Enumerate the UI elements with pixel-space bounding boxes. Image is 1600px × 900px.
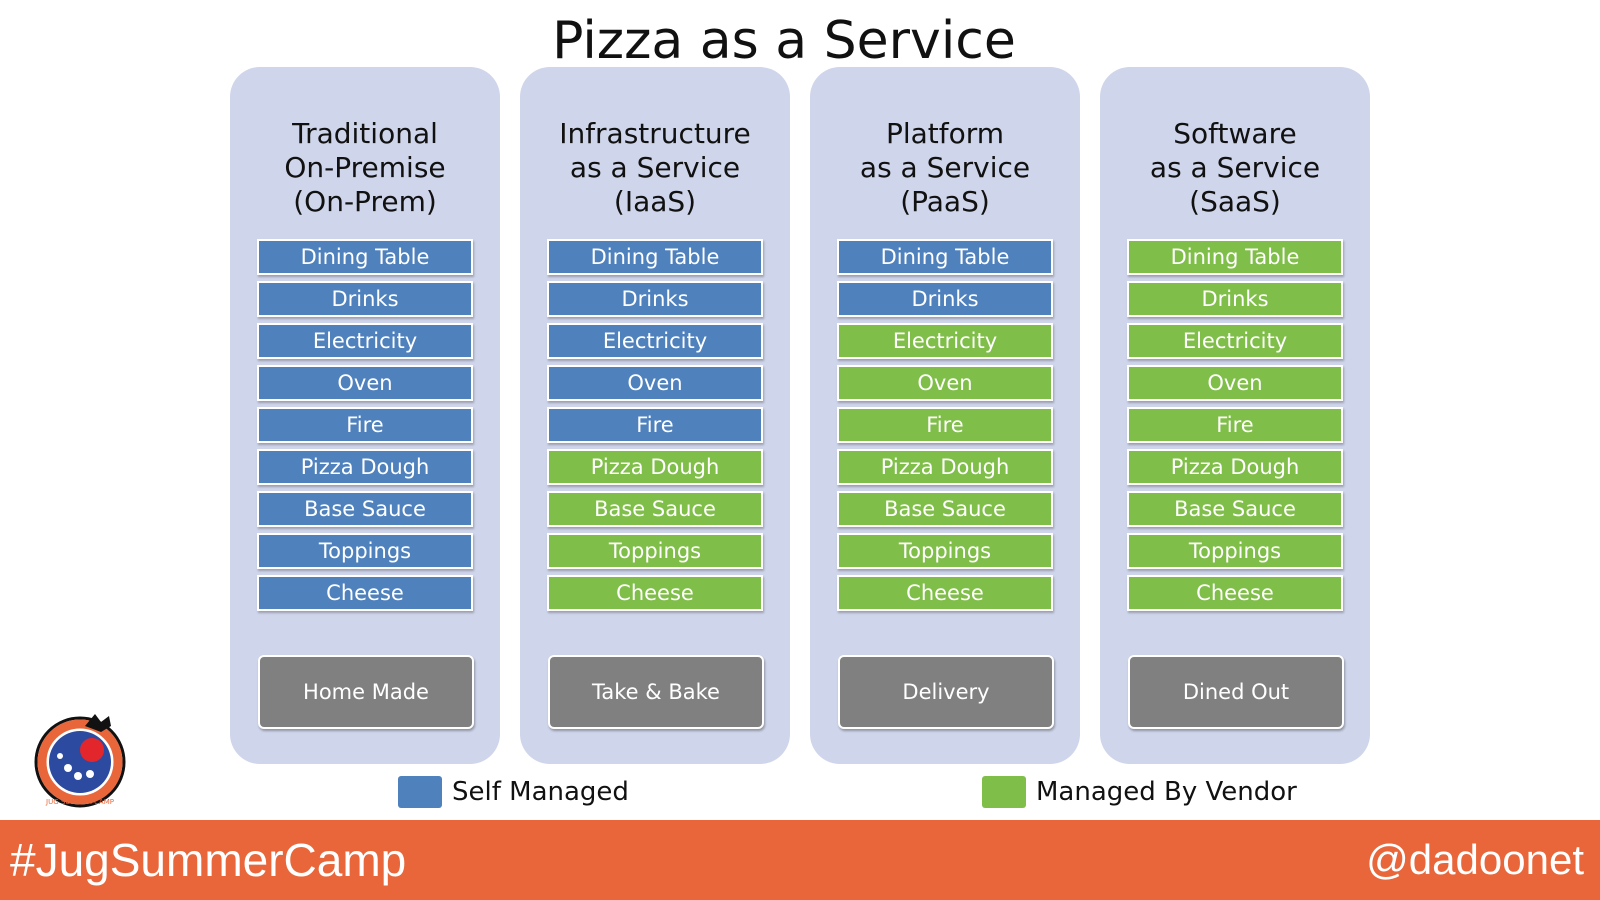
layer-box: Base Sauce bbox=[1127, 491, 1343, 527]
layer-box: Oven bbox=[837, 365, 1053, 401]
layer-box: Fire bbox=[547, 407, 763, 443]
layer-box: Fire bbox=[837, 407, 1053, 443]
layer-box: Dining Table bbox=[547, 239, 763, 275]
consumption-mode-box: Dined Out bbox=[1128, 655, 1344, 729]
layer-box: Base Sauce bbox=[547, 491, 763, 527]
layer-box: Base Sauce bbox=[837, 491, 1053, 527]
column-paas: Platform as a Service (PaaS) Dining Tabl… bbox=[810, 67, 1080, 764]
layer-box: Drinks bbox=[1127, 281, 1343, 317]
layer-box: Toppings bbox=[547, 533, 763, 569]
layer-box: Electricity bbox=[837, 323, 1053, 359]
layer-box: Pizza Dough bbox=[257, 449, 473, 485]
legend-swatch-blue bbox=[398, 776, 442, 808]
layer-box: Oven bbox=[547, 365, 763, 401]
footer-bar: #JugSummerCamp @dadoonet bbox=[0, 820, 1600, 900]
layer-box: Oven bbox=[257, 365, 473, 401]
layer-box: Drinks bbox=[547, 281, 763, 317]
layer-stack: Dining Table Drinks Electricity Oven Fir… bbox=[257, 239, 473, 617]
layer-box: Toppings bbox=[257, 533, 473, 569]
layer-box: Oven bbox=[1127, 365, 1343, 401]
jug-summer-camp-logo-icon: JUG SUMMER CAMP bbox=[34, 714, 126, 808]
layer-box: Pizza Dough bbox=[1127, 449, 1343, 485]
layer-box: Pizza Dough bbox=[837, 449, 1053, 485]
layer-box: Fire bbox=[257, 407, 473, 443]
logo-text: JUG SUMMER CAMP bbox=[45, 798, 114, 806]
layer-box: Cheese bbox=[257, 575, 473, 611]
layer-box: Cheese bbox=[837, 575, 1053, 611]
layer-box: Cheese bbox=[1127, 575, 1343, 611]
consumption-mode-box: Delivery bbox=[838, 655, 1054, 729]
column-title: Platform as a Service (PaaS) bbox=[859, 117, 1031, 218]
layer-box: Toppings bbox=[1127, 533, 1343, 569]
column-saas: Software as a Service (SaaS) Dining Tabl… bbox=[1100, 67, 1370, 764]
layer-stack: Dining Table Drinks Electricity Oven Fir… bbox=[547, 239, 763, 617]
legend-label: Managed By Vendor bbox=[1036, 777, 1297, 807]
layer-stack: Dining Table Drinks Electricity Oven Fir… bbox=[1127, 239, 1343, 617]
layer-box: Dining Table bbox=[257, 239, 473, 275]
column-title: Infrastructure as a Service (IaaS) bbox=[559, 117, 751, 218]
consumption-mode-box: Take & Bake bbox=[548, 655, 764, 729]
column-iaas: Infrastructure as a Service (IaaS) Dinin… bbox=[520, 67, 790, 764]
layer-box: Electricity bbox=[547, 323, 763, 359]
layer-box: Electricity bbox=[1127, 323, 1343, 359]
layer-box: Fire bbox=[1127, 407, 1343, 443]
layer-box: Pizza Dough bbox=[547, 449, 763, 485]
layer-box: Drinks bbox=[837, 281, 1053, 317]
layer-box: Cheese bbox=[547, 575, 763, 611]
layer-box: Drinks bbox=[257, 281, 473, 317]
layer-box: Dining Table bbox=[1127, 239, 1343, 275]
layer-box: Base Sauce bbox=[257, 491, 473, 527]
layer-box: Toppings bbox=[837, 533, 1053, 569]
footer-handle: @dadoonet bbox=[1366, 836, 1584, 883]
layer-stack: Dining Table Drinks Electricity Oven Fir… bbox=[837, 239, 1053, 617]
consumption-mode-box: Home Made bbox=[258, 655, 474, 729]
column-title: Software as a Service (SaaS) bbox=[1149, 117, 1321, 218]
column-on-prem: Traditional On-Premise (On-Prem) Dining … bbox=[230, 67, 500, 764]
footer-hashtag: #JugSummerCamp bbox=[10, 834, 407, 886]
layer-box: Dining Table bbox=[837, 239, 1053, 275]
legend-swatch-green bbox=[982, 776, 1026, 808]
legend-label: Self Managed bbox=[452, 777, 629, 807]
diagram-title: Pizza as a Service bbox=[552, 11, 1016, 71]
layer-box: Electricity bbox=[257, 323, 473, 359]
column-title: Traditional On-Premise (On-Prem) bbox=[284, 117, 446, 218]
